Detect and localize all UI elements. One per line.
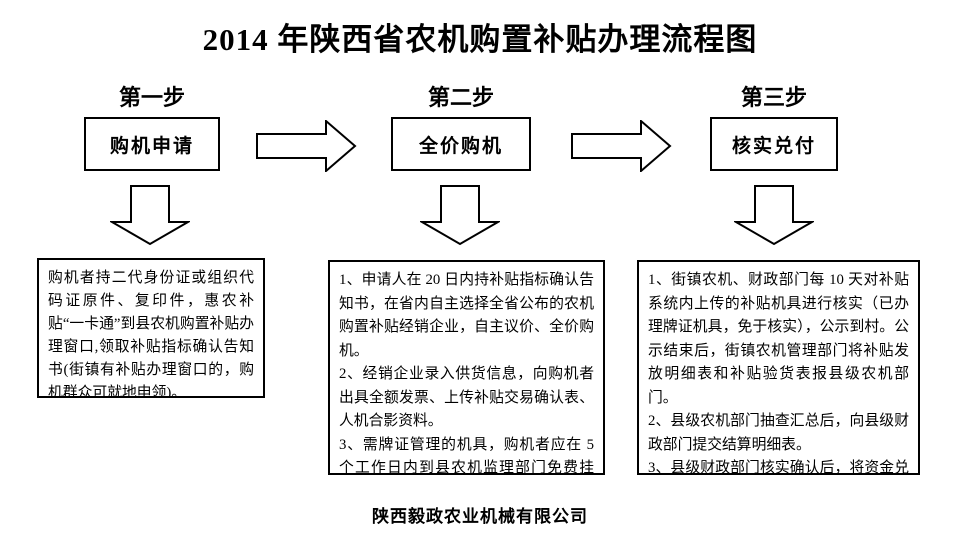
- step-3-detail-item-3: 3、县级财政部门核实确认后，将资金兑付到购机者惠农补贴“一卡通”账户。: [648, 460, 909, 475]
- step-1-detail-box: 购机者持二代身份证或组织代码证原件、复印件，惠农补贴“一卡通”到县农机购置补贴办…: [37, 258, 265, 398]
- step-3-label: 第三步: [740, 85, 807, 110]
- step-1-box: 购机申请: [84, 117, 220, 171]
- arrow-down-icon: [734, 185, 814, 246]
- arrow-right-icon: [256, 120, 357, 172]
- step-3-detail-item-2: 2、县级农机部门抽查汇总后，向县级财政部门提交结算明细表。: [648, 413, 909, 453]
- step-2-detail-item-2: 2、经销企业录入供货信息，向购机者出具全额发票、上传补贴交易确认表、人机合影资料…: [339, 366, 594, 429]
- step-2-detail-item-1: 1、申请人在 20 日内持补贴指标确认告知书，在省内自主选择全省公布的农机购置补…: [339, 272, 594, 359]
- step-1-box-label: 购机申请: [109, 135, 194, 157]
- step-2-box-label: 全价购机: [418, 135, 503, 157]
- step-3-box-label: 核实兑付: [731, 135, 816, 157]
- company-name: 陕西毅政农业机械有限公司: [372, 507, 588, 526]
- step-1-label: 第一步: [118, 85, 185, 110]
- arrow-down-icon: [110, 185, 190, 246]
- step-2-label: 第二步: [427, 85, 494, 110]
- arrow-right-icon: [571, 120, 672, 172]
- step-1-detail-text: 购机者持二代身份证或组织代码证原件、复印件，惠农补贴“一卡通”到县农机购置补贴办…: [48, 270, 254, 398]
- step-3-detail-box: 1、街镇农机、财政部门每 10 天对补贴系统内上传的补贴机具进行核实（已办理牌证…: [637, 260, 920, 475]
- arrow-down-icon: [420, 185, 500, 246]
- step-2-box: 全价购机: [391, 117, 531, 171]
- step-3-box: 核实兑付: [710, 117, 838, 171]
- step-3-detail-item-1: 1、街镇农机、财政部门每 10 天对补贴系统内上传的补贴机具进行核实（已办理牌证…: [648, 272, 909, 406]
- step-2-detail-item-3: 3、需牌证管理的机具，购机者应在 5 个工作日内到县农机监理部门免费挂牌。: [339, 436, 594, 475]
- page-title: 2014 年陕西省农机购置补贴办理流程图: [202, 22, 758, 57]
- step-2-detail-box: 1、申请人在 20 日内持补贴指标确认告知书，在省内自主选择全省公布的农机购置补…: [328, 260, 605, 475]
